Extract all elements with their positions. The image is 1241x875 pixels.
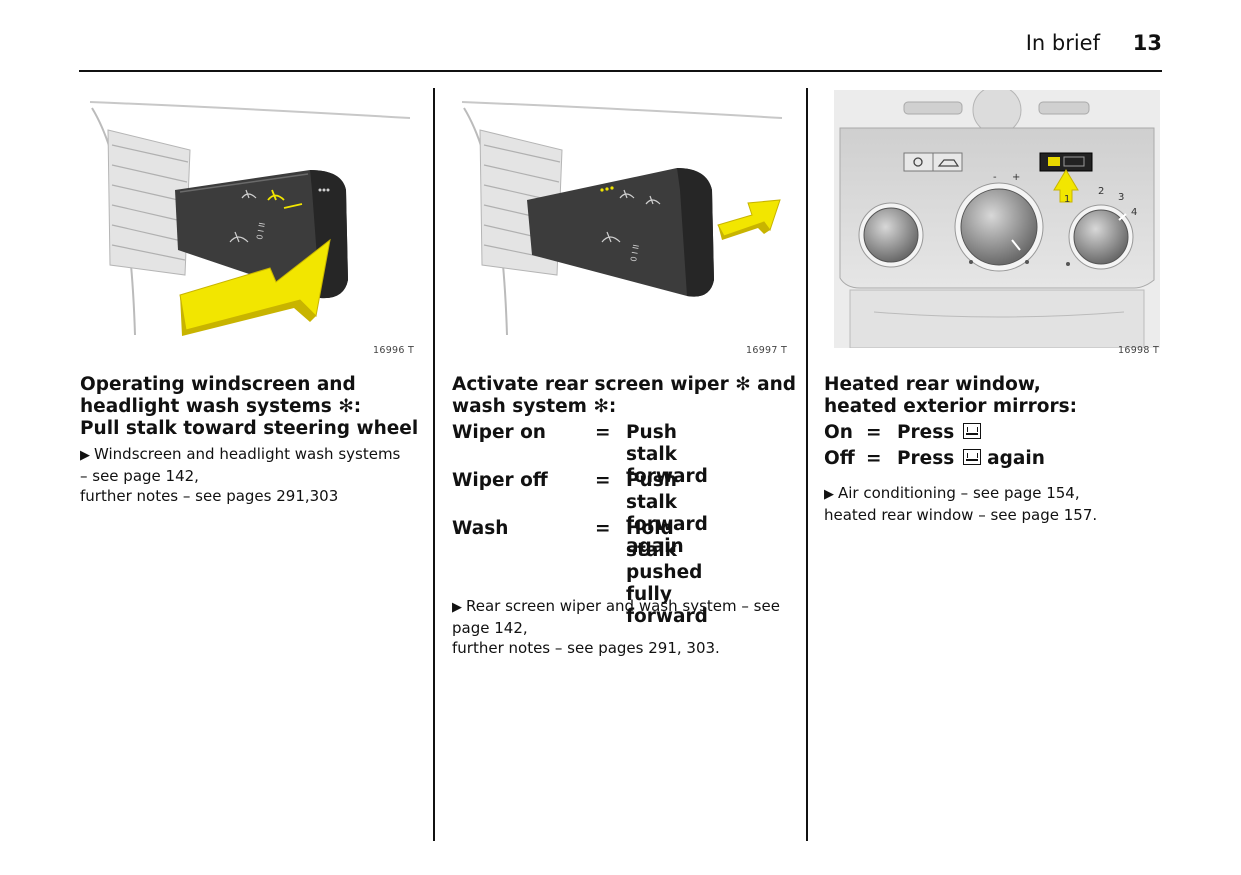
col3-notes: ▶ Air conditioning – see page 154, heated… xyxy=(824,483,1097,525)
heated-off-press: Press xyxy=(897,448,955,469)
heated-rear-window-icon xyxy=(962,449,981,465)
wiper-stalk-pull-illustration: 0 I II xyxy=(89,101,411,336)
svg-text:-: - xyxy=(993,172,997,183)
column-divider-1 xyxy=(433,88,435,841)
col2-notes: ▶ Rear screen wiper and wash system – see… xyxy=(452,596,780,658)
wiper-on-equals: = xyxy=(595,422,611,443)
wash-equals: = xyxy=(595,518,611,539)
col1-heading-line-3: Pull stalk toward steering wheel xyxy=(80,418,419,439)
col1-heading: Operating windscreen and headlight wash … xyxy=(80,374,418,440)
wiper-on-label: Wiper on xyxy=(452,422,546,443)
climate-control-panel-illustration: - + 1 2 3 4 xyxy=(834,90,1160,348)
heated-on-equals: = xyxy=(866,422,882,443)
column-divider-2 xyxy=(806,88,808,841)
page-header: In brief 13 xyxy=(80,28,1162,68)
section-title: In brief xyxy=(1025,31,1100,55)
page-number: 13 xyxy=(1132,31,1162,55)
heated-off-value: Press again xyxy=(897,448,1045,470)
col3-heading-line-2: heated exterior mirrors: xyxy=(824,396,1077,417)
col3-note-line-2: heated rear window – see page 157. xyxy=(824,506,1098,524)
wash-label: Wash xyxy=(452,518,509,539)
col1-heading-line-2: headlight wash systems ✻: xyxy=(80,396,362,417)
heated-off-label: Off xyxy=(824,448,855,469)
col2-note-line-2: page 142, xyxy=(452,619,528,637)
wiper-off-label: Wiper off xyxy=(452,470,548,491)
col3-note-line-1: Air conditioning – see page 154, xyxy=(838,484,1080,502)
col2-heading-line-1: Activate rear screen wiper ✻ and xyxy=(452,374,796,395)
heated-rear-window-icon xyxy=(962,423,981,439)
col2-note-line-1: Rear screen wiper and wash system – see xyxy=(466,597,780,615)
wiper-on-value: Push stalk forward xyxy=(626,422,708,488)
col1-note-line-2: – see page 142, xyxy=(80,467,199,485)
col3-heading-line-1: Heated rear window, xyxy=(824,374,1041,395)
figure-number-2: 16997 T xyxy=(746,345,788,356)
fan-speed-2: 2 xyxy=(1098,186,1104,197)
wash-value-line-1: Hold stalk xyxy=(626,518,677,561)
triangle-right-icon: ▶ xyxy=(80,448,90,463)
wash-value-line-2: pushed fully xyxy=(626,562,703,605)
fan-speed-1: 1 xyxy=(1064,194,1070,205)
wiper-off-value: Push stalk forward again xyxy=(626,470,708,558)
col1-note-line-3: further notes – see pages 291,303 xyxy=(80,487,339,505)
wiper-off-value-line-1: Push stalk xyxy=(626,470,677,513)
col2-heading-line-2: wash system ✻: xyxy=(452,396,617,417)
svg-text:0 I II: 0 I II xyxy=(255,222,267,241)
heated-off-equals: = xyxy=(866,448,882,469)
wiper-on-value-line-1: Push stalk xyxy=(626,422,677,465)
col3-heading: Heated rear window, heated exterior mirr… xyxy=(824,374,1077,418)
col2-note-line-3: further notes – see pages 291, 303. xyxy=(452,639,720,657)
wash-value: Hold stalk pushed fully forward xyxy=(626,518,708,628)
wiper-off-value-line-2: forward again xyxy=(626,514,708,557)
col1-note-line-1: Windscreen and headlight wash systems xyxy=(94,445,401,463)
figure-number-3: 16998 T xyxy=(1118,345,1160,356)
wash-value-line-3: forward xyxy=(626,606,708,627)
wiper-off-equals: = xyxy=(595,470,611,491)
svg-text:0 I II: 0 I II xyxy=(629,244,641,263)
fan-speed-4: 4 xyxy=(1131,207,1137,218)
header-rule xyxy=(79,70,1162,72)
fan-speed-3: 3 xyxy=(1118,192,1124,203)
heated-on-press: Press xyxy=(897,422,955,443)
col2-heading: Activate rear screen wiper ✻ and wash sy… xyxy=(452,374,796,418)
triangle-right-icon: ▶ xyxy=(824,487,834,502)
triangle-right-icon: ▶ xyxy=(452,600,462,615)
wiper-stalk-push-illustration: 0 I II xyxy=(461,101,783,336)
heated-on-value: Press xyxy=(897,422,981,444)
heated-off-suffix: again xyxy=(987,448,1045,469)
col1-notes: ▶ Windscreen and headlight wash systems –… xyxy=(80,444,400,506)
wiper-on-value-line-2: forward xyxy=(626,466,708,487)
svg-text:+: + xyxy=(1012,172,1020,183)
col1-heading-line-1: Operating windscreen and xyxy=(80,374,356,395)
figure-number-1: 16996 T xyxy=(373,345,415,356)
heated-on-label: On xyxy=(824,422,853,443)
